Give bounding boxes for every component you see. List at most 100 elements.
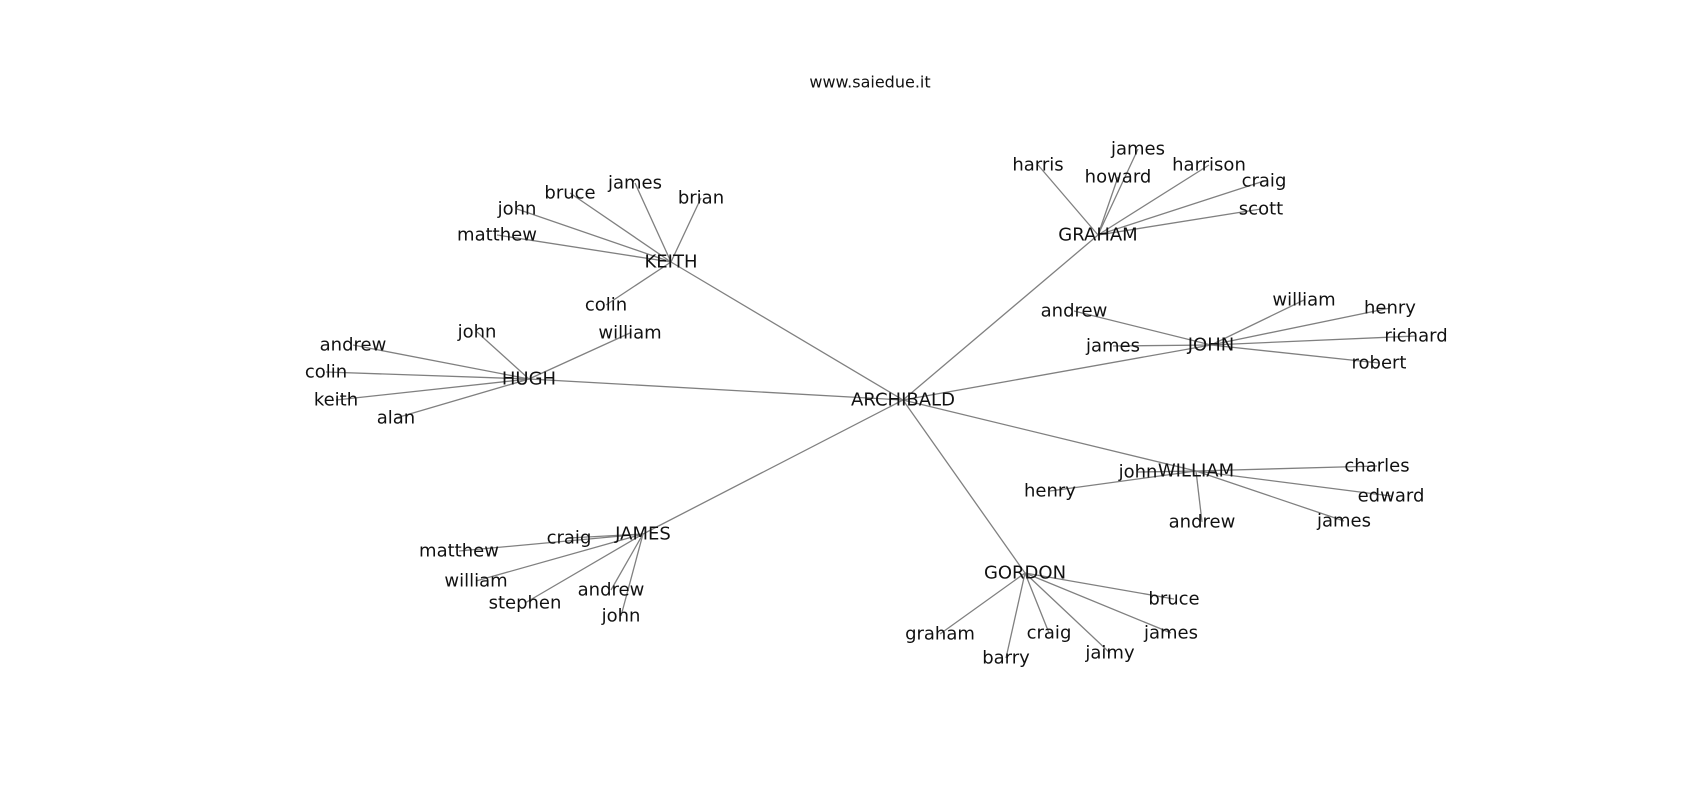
leaf-node-keith-james: james bbox=[607, 173, 662, 194]
edges bbox=[325, 148, 1417, 659]
edge-root-hugh bbox=[528, 378, 904, 401]
leaf-node-william-james: james bbox=[1316, 511, 1371, 532]
edge-graham-craig bbox=[1097, 180, 1265, 236]
leaf-node-john-james: james bbox=[1085, 336, 1140, 357]
branch-node-gordon: GORDON bbox=[984, 563, 1066, 584]
leaf-node-james-matthew: matthew bbox=[419, 541, 499, 562]
edge-gordon-graham bbox=[939, 572, 1026, 635]
leaf-node-hugh-keith: keith bbox=[314, 390, 358, 411]
edge-william-henry bbox=[1049, 470, 1197, 492]
leaf-node-graham-harrison: harrison bbox=[1172, 155, 1246, 176]
leaf-node-hugh-alan: alan bbox=[377, 408, 415, 429]
edge-graham-howard bbox=[1097, 176, 1119, 236]
edge-keith-matthew bbox=[496, 234, 672, 263]
leaf-node-james-william: william bbox=[444, 571, 507, 592]
labels: ARCHIBALD KEITH brian james bruce john matthew… bbox=[305, 139, 1448, 669]
edge-hugh-colin bbox=[325, 371, 530, 380]
leaf-node-william-andrew: andrew bbox=[1169, 512, 1236, 533]
branch-node-james: JAMES bbox=[614, 524, 671, 545]
edge-gordon-james bbox=[1024, 572, 1172, 634]
leaf-node-hugh-andrew: andrew bbox=[320, 335, 387, 356]
leaf-node-gordon-graham: graham bbox=[905, 624, 975, 645]
branch-node-keith: KEITH bbox=[644, 252, 697, 273]
leaf-node-john-william: william bbox=[1272, 290, 1335, 311]
leaf-node-hugh-john: john bbox=[457, 322, 497, 343]
leaf-node-graham-craig: craig bbox=[1242, 171, 1287, 192]
edge-john-william bbox=[1210, 299, 1305, 346]
edge-gordon-barry bbox=[1005, 572, 1026, 659]
edge-keith-john bbox=[516, 208, 672, 263]
edge-root-graham bbox=[902, 234, 1099, 401]
edge-graham-james bbox=[1097, 148, 1139, 236]
edge-hugh-andrew bbox=[352, 344, 530, 380]
edge-graham-harris bbox=[1037, 164, 1099, 236]
edge-john-andrew bbox=[1073, 310, 1212, 346]
leaf-node-keith-bruce: bruce bbox=[544, 183, 595, 204]
leaf-node-graham-howard: howard bbox=[1085, 167, 1152, 188]
leaf-node-keith-colin: colin bbox=[585, 295, 627, 316]
leaf-node-james-andrew: andrew bbox=[578, 580, 645, 601]
leaf-node-graham-harris: harris bbox=[1012, 155, 1063, 176]
edge-william-john bbox=[1137, 470, 1197, 473]
leaf-node-william-henry: henry bbox=[1024, 481, 1076, 502]
leaf-node-james-stephen: stephen bbox=[489, 593, 562, 614]
edge-william-andrew bbox=[1195, 470, 1203, 523]
edge-root-john bbox=[902, 344, 1212, 401]
leaf-node-graham-james: james bbox=[1110, 139, 1165, 160]
edge-hugh-william bbox=[528, 332, 631, 380]
edge-keith-brian bbox=[670, 197, 702, 263]
branch-node-hugh: HUGH bbox=[502, 369, 556, 390]
edge-root-william bbox=[902, 399, 1197, 472]
leaf-node-graham-scott: scott bbox=[1239, 199, 1283, 220]
leaf-node-john-henry: henry bbox=[1364, 298, 1416, 319]
branch-node-william: WILLIAM bbox=[1158, 461, 1234, 482]
edge-hugh-keith bbox=[335, 378, 530, 401]
branch-node-graham: GRAHAM bbox=[1058, 225, 1137, 246]
watermark: www.saiedue.it bbox=[809, 73, 930, 92]
leaf-node-william-charles: charles bbox=[1344, 456, 1409, 477]
leaf-node-john-robert: robert bbox=[1352, 353, 1407, 374]
edge-william-charles bbox=[1195, 465, 1378, 472]
edge-keith-colin bbox=[605, 261, 672, 306]
leaf-node-john-richard: richard bbox=[1384, 326, 1447, 347]
edge-keith-james bbox=[634, 182, 672, 263]
leaf-node-keith-brian: brian bbox=[678, 188, 724, 209]
edge-john-james bbox=[1112, 344, 1212, 347]
leaf-node-keith-john: john bbox=[497, 199, 537, 220]
leaf-node-james-craig: craig bbox=[547, 528, 592, 549]
edge-william-edward bbox=[1195, 470, 1392, 497]
edge-james-andrew bbox=[610, 533, 644, 591]
leaf-node-gordon-craig: craig bbox=[1027, 623, 1072, 644]
edge-graham-harrison bbox=[1097, 164, 1210, 236]
edge-root-gordon bbox=[902, 399, 1026, 574]
edge-keith-bruce bbox=[569, 192, 672, 263]
root-node-label: ARCHIBALD bbox=[851, 390, 955, 411]
leaf-node-william-edward: edward bbox=[1358, 486, 1425, 507]
leaf-node-keith-matthew: matthew bbox=[457, 225, 537, 246]
leaf-node-gordon-jaimy: jaimy bbox=[1084, 643, 1135, 664]
leaf-node-gordon-bruce: bruce bbox=[1148, 589, 1199, 610]
leaf-node-william-john: john bbox=[1118, 462, 1158, 483]
edge-james-matthew bbox=[458, 533, 644, 552]
leaf-node-john-andrew: andrew bbox=[1041, 301, 1108, 322]
leaf-node-hugh-colin: colin bbox=[305, 362, 347, 383]
leaf-node-hugh-william: william bbox=[598, 323, 661, 344]
branch-node-john: JOHN bbox=[1187, 335, 1234, 356]
edge-gordon-bruce bbox=[1024, 572, 1175, 600]
leaf-node-gordon-barry: barry bbox=[982, 648, 1030, 669]
edge-john-robert bbox=[1210, 344, 1380, 364]
edge-james-john bbox=[620, 533, 644, 617]
edge-john-henry bbox=[1210, 307, 1391, 346]
edge-graham-scott bbox=[1097, 208, 1262, 236]
edge-william-james bbox=[1195, 470, 1345, 522]
edge-root-keith bbox=[670, 261, 904, 401]
edge-james-william bbox=[475, 533, 644, 582]
edge-hugh-alan bbox=[395, 378, 530, 419]
edge-gordon-jaimy bbox=[1024, 572, 1111, 654]
edge-gordon-craig bbox=[1024, 572, 1050, 634]
leaf-node-gordon-james: james bbox=[1143, 623, 1198, 644]
leaf-node-james-john: john bbox=[601, 606, 641, 627]
edge-hugh-john bbox=[476, 331, 530, 380]
edge-james-stephen bbox=[524, 533, 644, 604]
